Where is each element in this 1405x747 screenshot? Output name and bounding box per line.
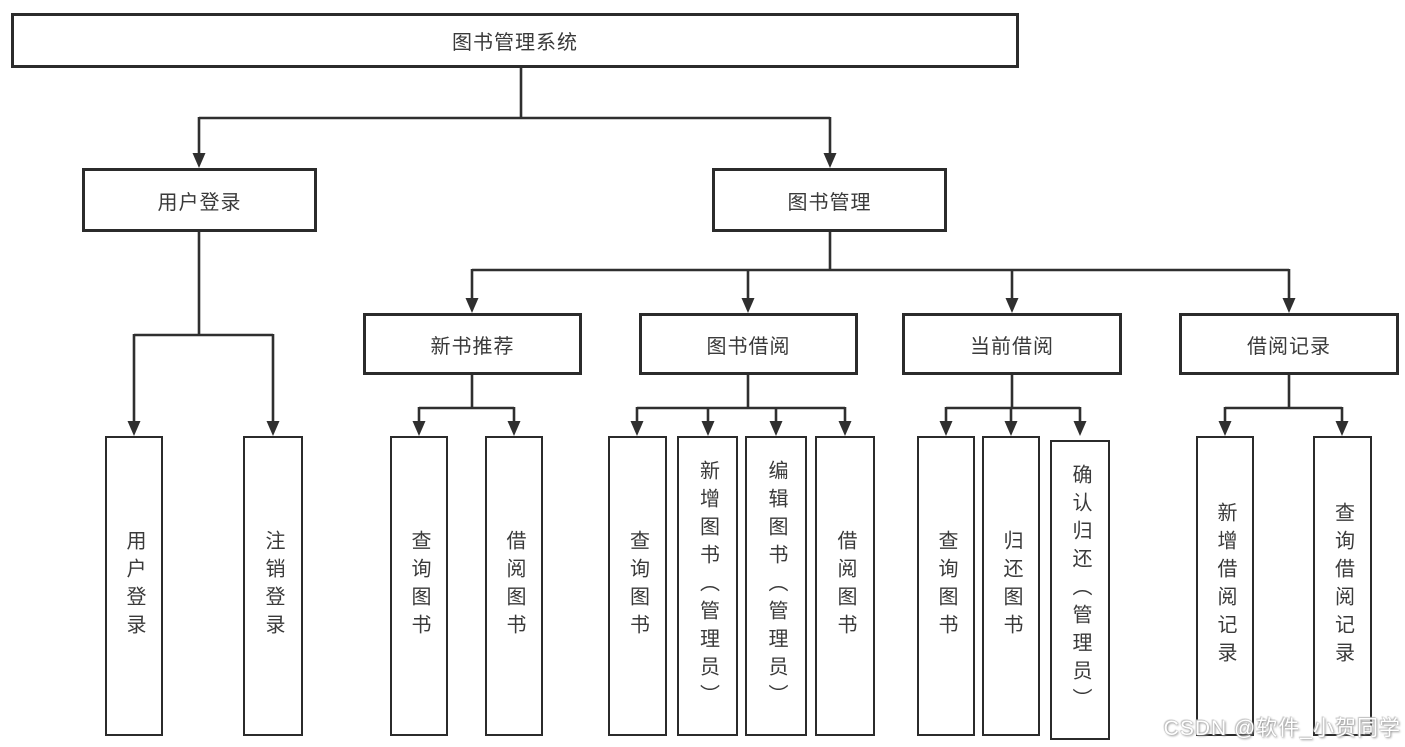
node-label: 当前借阅: [970, 335, 1054, 358]
node-label: 查询图书: [408, 530, 430, 642]
node-new-book-recommend: 新书推荐: [363, 313, 582, 375]
leaf-query-books-2: 查询图书: [608, 436, 667, 736]
node-label: 注销登录: [262, 530, 284, 642]
node-label: 查询图书: [626, 530, 649, 642]
node-borrowing-records: 借阅记录: [1179, 313, 1399, 375]
leaf-return-books: 归还图书: [982, 436, 1040, 736]
node-user-login: 用户登录: [82, 168, 317, 232]
node-label: 归还图书: [1000, 530, 1022, 642]
leaf-add-books-admin: 新增图书（管理员）: [677, 436, 738, 736]
leaf-edit-books-admin: 编辑图书（管理员）: [745, 436, 807, 736]
node-book-management: 图书管理: [712, 168, 947, 232]
leaf-add-borrow-record: 新增借阅记录: [1196, 436, 1254, 736]
node-label: 查询借阅记录: [1331, 502, 1354, 670]
leaf-borrow-books-2: 借阅图书: [815, 436, 875, 736]
leaf-query-books-3: 查询图书: [917, 436, 975, 736]
node-label: 编辑图书（管理员）: [765, 460, 787, 712]
node-label: 用户登录: [123, 530, 145, 642]
node-current-borrowing: 当前借阅: [902, 313, 1122, 375]
node-label: 图书管理系统: [452, 32, 578, 54]
leaf-logout: 注销登录: [243, 436, 303, 736]
leaf-query-books-1: 查询图书: [390, 436, 448, 736]
node-book-borrowing: 图书借阅: [639, 313, 858, 375]
node-label: 新增图书（管理员）: [696, 460, 719, 712]
node-label: 借阅图书: [834, 530, 856, 642]
node-label: 确认归还（管理员）: [1069, 464, 1091, 716]
node-label: 新书推荐: [430, 335, 515, 358]
node-label: 用户登录: [157, 191, 242, 214]
leaf-confirm-return-admin: 确认归还（管理员）: [1050, 440, 1110, 740]
node-label: 查询图书: [935, 530, 957, 642]
node-library-management-system: 图书管理系统: [11, 13, 1019, 68]
leaf-borrow-books-1: 借阅图书: [485, 436, 543, 736]
node-label: 图书管理: [787, 191, 872, 214]
leaf-query-borrow-record: 查询借阅记录: [1313, 436, 1372, 736]
csdn-watermark: CSDN @软件_小贺同学: [1163, 717, 1401, 740]
node-label: 图书借阅: [706, 335, 791, 358]
node-label: 新增借阅记录: [1214, 502, 1236, 670]
node-label: 借阅记录: [1247, 335, 1331, 358]
node-label: 借阅图书: [503, 530, 525, 642]
leaf-user-login: 用户登录: [105, 436, 163, 736]
